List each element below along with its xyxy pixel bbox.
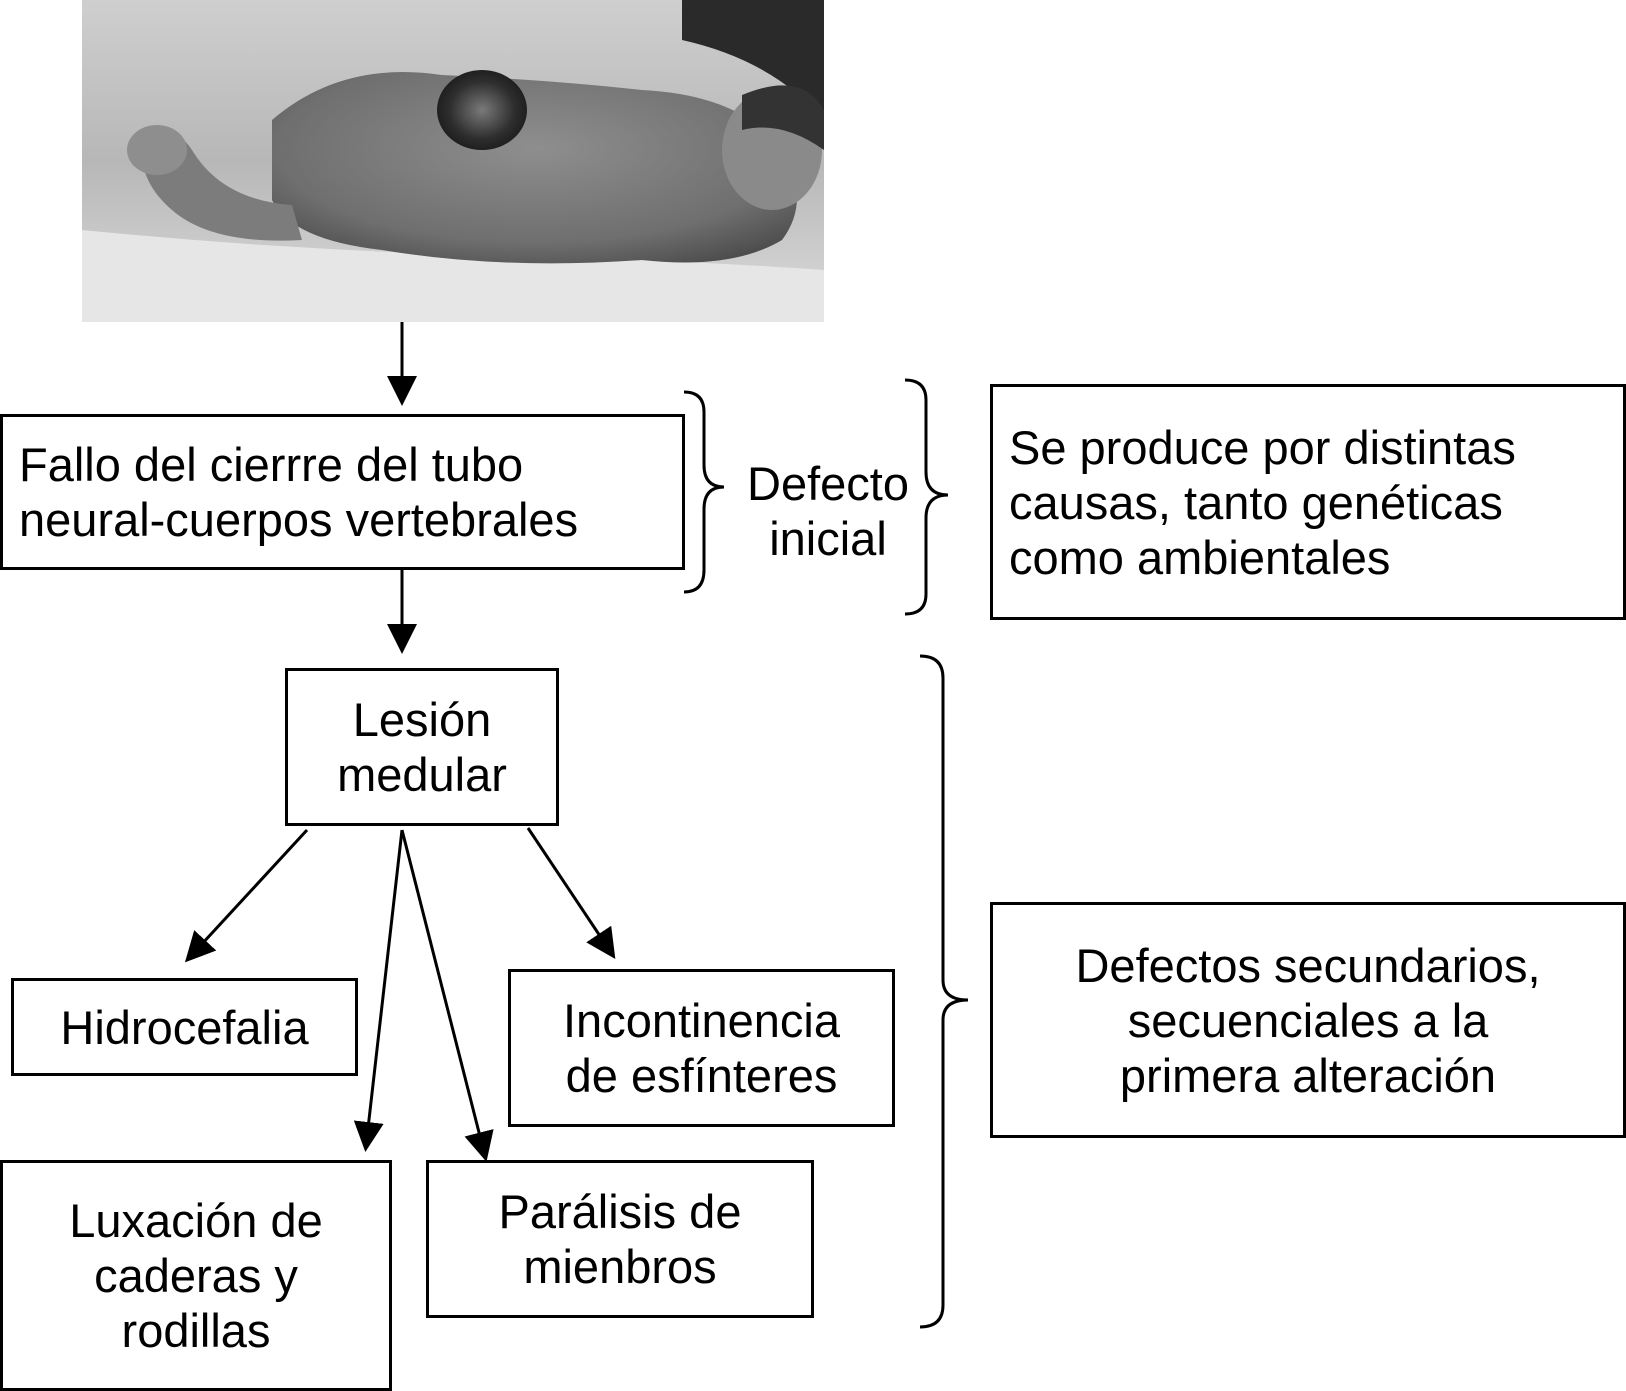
node-luxacion-line-3: rodillas (121, 1304, 271, 1357)
node-secundarios-line-3: primera alteración (1119, 1048, 1497, 1102)
node-fallo-line-1: Fallo del cierrre del tubo (19, 438, 524, 491)
node-paralisis-line-1: Parálisis de (498, 1185, 742, 1238)
node-incontinencia: Incontinencia de esfínteres (508, 969, 895, 1127)
node-paralisis: Parálisis de mienbros (426, 1160, 814, 1318)
node-causas: Se produce por distintas causas, tanto g… (990, 384, 1626, 620)
brace-small (683, 390, 725, 594)
label-defecto-inicial: Defecto inicial (728, 456, 928, 566)
node-secundarios: Defectos secundarios, secuenciales a la … (990, 902, 1626, 1138)
arrow-lesion-to-incontinencia (526, 827, 616, 959)
arrow-lesion-to-paralisis (400, 829, 494, 1162)
arrow-lesion-to-hidrocefalia (184, 828, 309, 963)
brace-large (919, 654, 969, 1329)
brace-medium (904, 378, 949, 616)
node-luxacion: Luxación de caderas y rodillas (0, 1160, 392, 1391)
node-lesion-line-2: medular (337, 748, 507, 801)
node-fallo: Fallo del cierrre del tubo neural-cuerpo… (0, 414, 685, 570)
node-luxacion-line-2: caderas y (94, 1249, 298, 1302)
node-secundarios-line-2: secuenciales a la (1127, 993, 1489, 1047)
node-fallo-line-2: neural-cuerpos vertebrales (19, 493, 579, 546)
label-defecto-inicial-line-1: Defecto (747, 457, 909, 510)
label-defecto-inicial-line-2: inicial (769, 512, 887, 565)
node-incontinencia-line-2: de esfínteres (565, 1049, 838, 1102)
node-causas-line-1: Se produce por distintas (1009, 420, 1516, 474)
node-lesion-line-1: Lesión (352, 693, 492, 746)
infant-photo (82, 0, 824, 322)
node-luxacion-line-1: Luxación de (69, 1194, 323, 1247)
node-causas-line-3: como ambientales (1009, 530, 1391, 584)
node-paralisis-line-2: mienbros (523, 1240, 717, 1293)
node-incontinencia-line-1: Incontinencia (563, 994, 840, 1047)
node-causas-line-2: causas, tanto genéticas (1009, 475, 1503, 529)
arrow-lesion-to-luxacion (353, 829, 404, 1152)
node-hidrocefalia-line-1: Hidrocefalia (60, 1000, 309, 1054)
node-lesion: Lesión medular (285, 668, 559, 826)
node-hidrocefalia: Hidrocefalia (11, 978, 358, 1076)
node-secundarios-line-1: Defectos secundarios, (1075, 938, 1541, 992)
